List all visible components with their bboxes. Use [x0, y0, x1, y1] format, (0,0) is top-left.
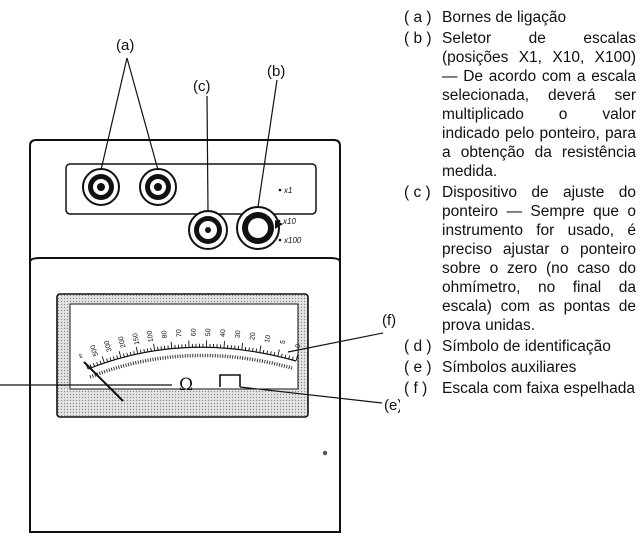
range-mark-x100: x100 — [283, 236, 302, 245]
callout-label-b: (b) — [267, 63, 285, 80]
terminal-right[interactable] — [139, 168, 177, 206]
auxiliary-symbol — [219, 374, 241, 387]
scale-ticks — [84, 340, 299, 370]
scale-tick — [170, 341, 173, 349]
scale-tick — [139, 349, 142, 354]
scale-tick — [223, 341, 225, 349]
scale-tick — [101, 356, 105, 364]
scale-tick — [135, 346, 139, 354]
scale-tick — [284, 354, 287, 359]
scale-face — [69, 303, 299, 390]
scale-tick — [99, 360, 102, 365]
scale-tick — [241, 342, 244, 350]
pointer-needle — [83, 361, 124, 402]
scale-tick — [109, 357, 112, 361]
scale-tick — [291, 356, 294, 361]
scale-tick — [146, 348, 149, 352]
scale-tick — [277, 349, 280, 357]
legend-text: Escala com faixa espelhada — [442, 380, 636, 397]
scale-number: ∞ — [77, 352, 85, 359]
legend-key: ( b ) — [404, 30, 432, 47]
scale-number: 5 — [280, 339, 288, 345]
legend-key: ( f ) — [404, 380, 428, 397]
legend-item-c: ( c ) Dispositivo de ajuste do ponteiro … — [404, 183, 636, 335]
legend-key: ( e ) — [404, 359, 432, 376]
range-selector-knob[interactable] — [236, 206, 283, 250]
scale-number: 60 — [191, 328, 198, 336]
scale-number: 0 — [295, 343, 303, 349]
scale-tick — [295, 354, 299, 362]
scale-number: 10 — [264, 334, 272, 343]
scale-number: 200 — [118, 335, 128, 348]
scale-tick — [123, 353, 125, 358]
scale-tick — [270, 351, 272, 355]
legend-key: ( d ) — [404, 338, 432, 355]
legend-text: Símbolos auxiliares — [442, 359, 577, 376]
scale-number: 80 — [161, 330, 169, 339]
zero-adjust-knob[interactable] — [188, 210, 228, 250]
scale-tick — [116, 355, 119, 359]
scale-tick — [133, 351, 135, 355]
scale-tick — [288, 355, 291, 360]
scale-arc-outer — [87, 346, 297, 370]
callout-lines — [0, 57, 384, 404]
top-panel — [65, 163, 317, 215]
callout-label-c: (c) — [193, 78, 211, 95]
scale-tick — [266, 350, 269, 355]
scale-tick — [92, 363, 95, 367]
legend-item-d: ( d ) Símbolo de identificação — [404, 337, 636, 356]
scale-number: 100 — [147, 330, 156, 343]
scale-tick — [262, 349, 265, 354]
scale-tick — [255, 348, 258, 353]
scale-tick — [280, 353, 283, 358]
scale-tick — [129, 351, 132, 356]
scale-number: 20 — [249, 332, 257, 341]
legend-key: ( c ) — [404, 184, 431, 201]
scale-number: 500 — [90, 344, 100, 357]
scale-tick — [248, 347, 250, 351]
scale-tick — [252, 347, 254, 352]
scale-tick — [153, 343, 156, 351]
scale-tick — [112, 356, 115, 360]
legend-item-b: ( b ) Seletor de escalas (posições X1, X… — [404, 29, 636, 181]
scale-tick — [89, 364, 92, 368]
scale-number: 150 — [132, 332, 141, 345]
legend-text: Bornes de ligação — [442, 9, 567, 26]
scale-number: 40 — [220, 329, 228, 337]
terminal-left[interactable] — [82, 168, 120, 206]
scale-tick — [273, 351, 276, 356]
scale-tick — [118, 351, 122, 359]
legend-item-a: ( a ) Bornes de ligação — [404, 8, 636, 27]
legend-key: ( a ) — [404, 9, 432, 26]
scale-tick — [259, 345, 262, 353]
scale-number: 70 — [176, 329, 183, 337]
legend-text: Símbolo de identificação — [442, 338, 611, 355]
legend-item-f: ( f ) Escala com faixa espelhada — [404, 379, 636, 398]
legend: ( a ) Bornes de ligação ( b ) Seletor de… — [404, 8, 636, 400]
legend-item-e: ( e ) Símbolos auxiliares — [404, 358, 636, 377]
scale-tick — [106, 358, 109, 363]
callout-label-e: (e) — [384, 397, 400, 414]
omega-symbol: Ω — [179, 375, 193, 395]
legend-text: Seletor de escalas (posições X1, X10, X1… — [442, 30, 636, 180]
scale-tick — [96, 361, 99, 366]
case-screw — [322, 450, 328, 456]
scale-mirror-band — [89, 353, 293, 379]
range-marks: x1 x10 x100 — [277, 186, 302, 245]
scale-number: 30 — [235, 330, 243, 339]
callout-label-f: (f) — [382, 312, 396, 329]
scale-tick — [126, 352, 129, 357]
scale-number: 50 — [205, 328, 212, 336]
scale-tick — [143, 348, 145, 353]
scale-tick — [150, 347, 152, 352]
legend-text: Dispositivo de ajuste do ponteiro — Semp… — [442, 184, 636, 334]
range-mark-x10: x10 — [282, 217, 296, 226]
range-mark-x1: x1 — [283, 186, 292, 195]
scale-number: 300 — [104, 339, 114, 352]
callout-label-a: (a) — [116, 37, 134, 54]
